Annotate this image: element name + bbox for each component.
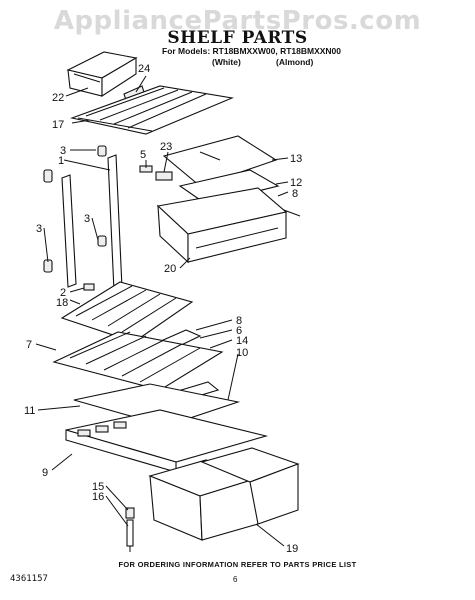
callout-5: 5 xyxy=(140,149,146,161)
part-spacers xyxy=(83,283,95,291)
page-number: 6 xyxy=(233,575,238,584)
callout-3-top: 3 xyxy=(60,145,66,157)
part-top-wire-shelf xyxy=(70,85,234,135)
callout-3-left: 3 xyxy=(36,223,42,235)
callout-20: 20 xyxy=(164,263,176,275)
callout-7: 7 xyxy=(26,339,32,351)
part-small-clips xyxy=(139,165,173,181)
callout-24: 24 xyxy=(138,63,150,75)
part-shelf-rails xyxy=(43,145,123,292)
callout-2: 2 xyxy=(60,287,66,299)
part-support-leg xyxy=(125,507,135,552)
callout-12: 12 xyxy=(290,177,302,189)
callout-19: 19 xyxy=(286,543,298,555)
callout-13: 13 xyxy=(290,153,302,165)
callout-15: 15 xyxy=(92,481,104,493)
variant-white: (White) xyxy=(212,57,241,67)
ordering-note: FOR ORDERING INFORMATION REFER TO PARTS … xyxy=(118,560,357,569)
variant-almond: (Almond) xyxy=(276,57,314,67)
callout-1: 1 xyxy=(58,155,64,167)
callout-17: 17 xyxy=(52,119,64,131)
part-crisper-drawers xyxy=(148,447,300,541)
callout-23: 23 xyxy=(160,141,172,153)
part-top-bin xyxy=(66,51,138,98)
document-number: 4361157 xyxy=(10,574,48,584)
models-line: For Models: RT18BMXXW00, RT18BMXXN00 xyxy=(162,46,342,56)
callout-8-lower: 8 xyxy=(236,315,242,327)
callout-14: 14 xyxy=(236,335,248,347)
callout-11: 11 xyxy=(24,405,35,417)
callouts: 24 22 17 3 1 5 23 13 12 8 3 3 20 2 18 8 … xyxy=(24,63,302,555)
part-meat-drawer xyxy=(156,187,288,264)
leader-lines xyxy=(35,75,289,547)
part-crisper-frame xyxy=(65,409,269,473)
callout-9: 9 xyxy=(42,467,48,479)
watermark: AppliancePartsPros.com xyxy=(53,6,422,36)
page-title: SHELF PARTS xyxy=(167,28,308,48)
callout-18: 18 xyxy=(56,297,68,309)
callout-3-middle: 3 xyxy=(84,213,90,225)
callout-22: 22 xyxy=(52,92,64,104)
callout-6: 6 xyxy=(236,325,242,337)
callout-8-upper: 8 xyxy=(292,188,298,200)
callout-16: 16 xyxy=(92,491,104,503)
callout-10: 10 xyxy=(236,347,248,359)
